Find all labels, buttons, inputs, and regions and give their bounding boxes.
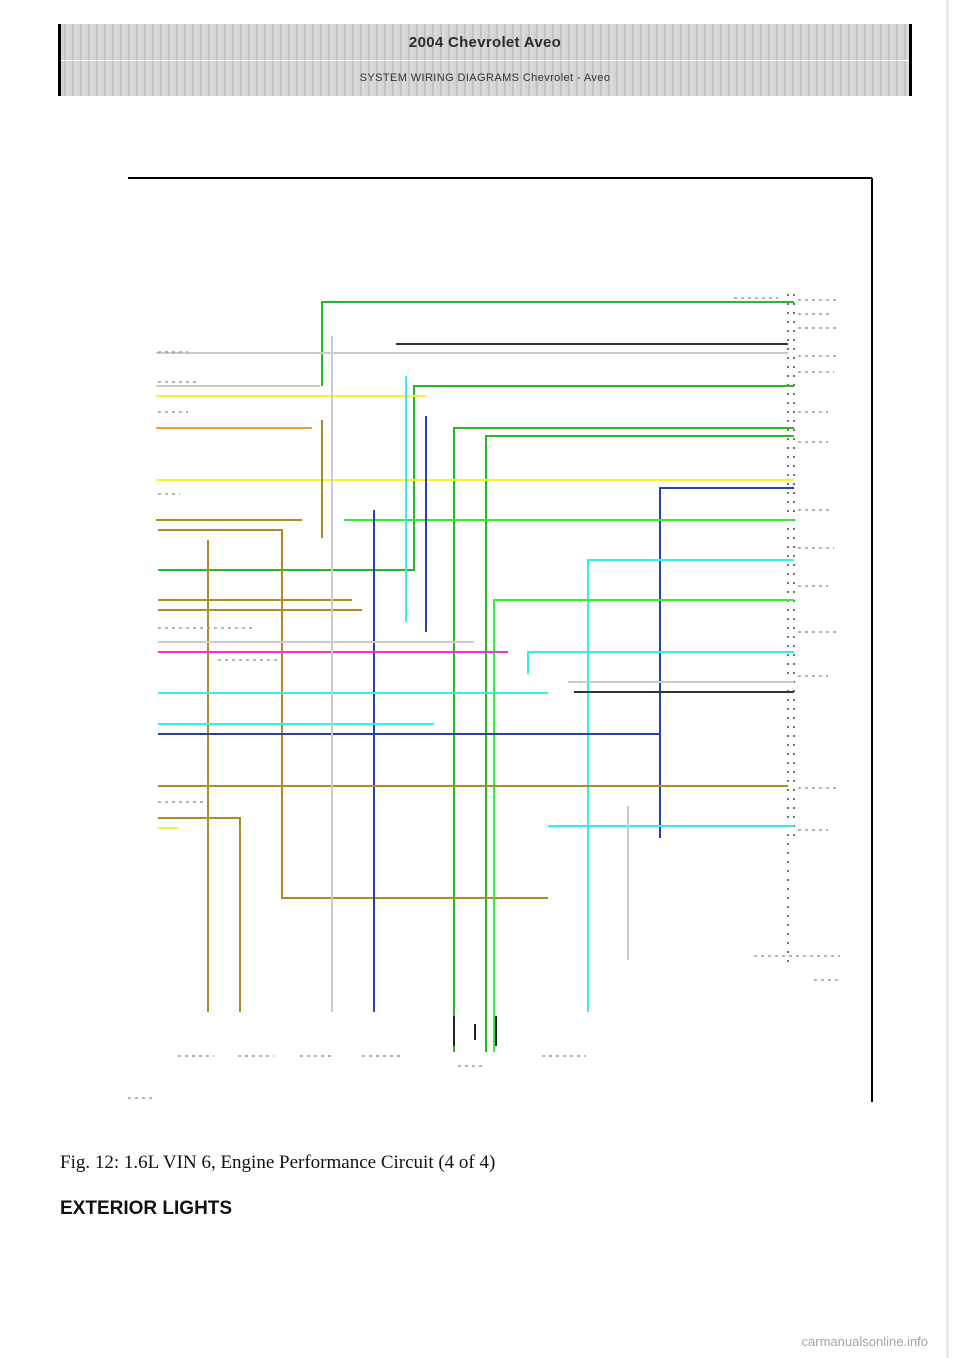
header-subtitle: SYSTEM WIRING DIAGRAMS Chevrolet - Aveo — [359, 72, 611, 84]
header-subtitle-bar: SYSTEM WIRING DIAGRAMS Chevrolet - Aveo — [61, 60, 909, 96]
wire-green-3 — [453, 427, 794, 1052]
header-title-bar: 2004 Chevrolet Aveo — [61, 24, 909, 61]
right-connector-column — [787, 294, 795, 966]
header-title: 2004 Chevrolet Aveo — [408, 33, 562, 51]
wire-blue-1 — [659, 487, 794, 838]
wire-cyan-3 — [527, 651, 794, 674]
wire-green-4 — [485, 435, 794, 1052]
wire-cyan-2 — [587, 559, 794, 1012]
wire-group — [156, 301, 794, 1052]
wire-green-top — [321, 301, 794, 386]
watermark-text: carmanualsonline.info — [801, 1334, 928, 1349]
faint-label-marks — [128, 297, 842, 1099]
ground-symbol — [453, 1016, 497, 1046]
page-edge-line — [946, 0, 949, 1358]
wire-green-6 — [493, 599, 794, 1052]
figure-caption: Fig. 12: 1.6L VIN 6, Engine Performance … — [60, 1152, 496, 1173]
wiring-diagram — [128, 176, 874, 1104]
wiring-diagram-svg — [128, 177, 873, 1102]
wire-tan-2 — [158, 529, 548, 899]
diagram-frame — [128, 177, 873, 1102]
wire-green-2 — [158, 385, 794, 571]
section-title: EXTERIOR LIGHTS — [60, 1198, 233, 1219]
document-header: 2004 Chevrolet Aveo SYSTEM WIRING DIAGRA… — [58, 24, 912, 96]
wire-tan-7 — [158, 817, 241, 1012]
